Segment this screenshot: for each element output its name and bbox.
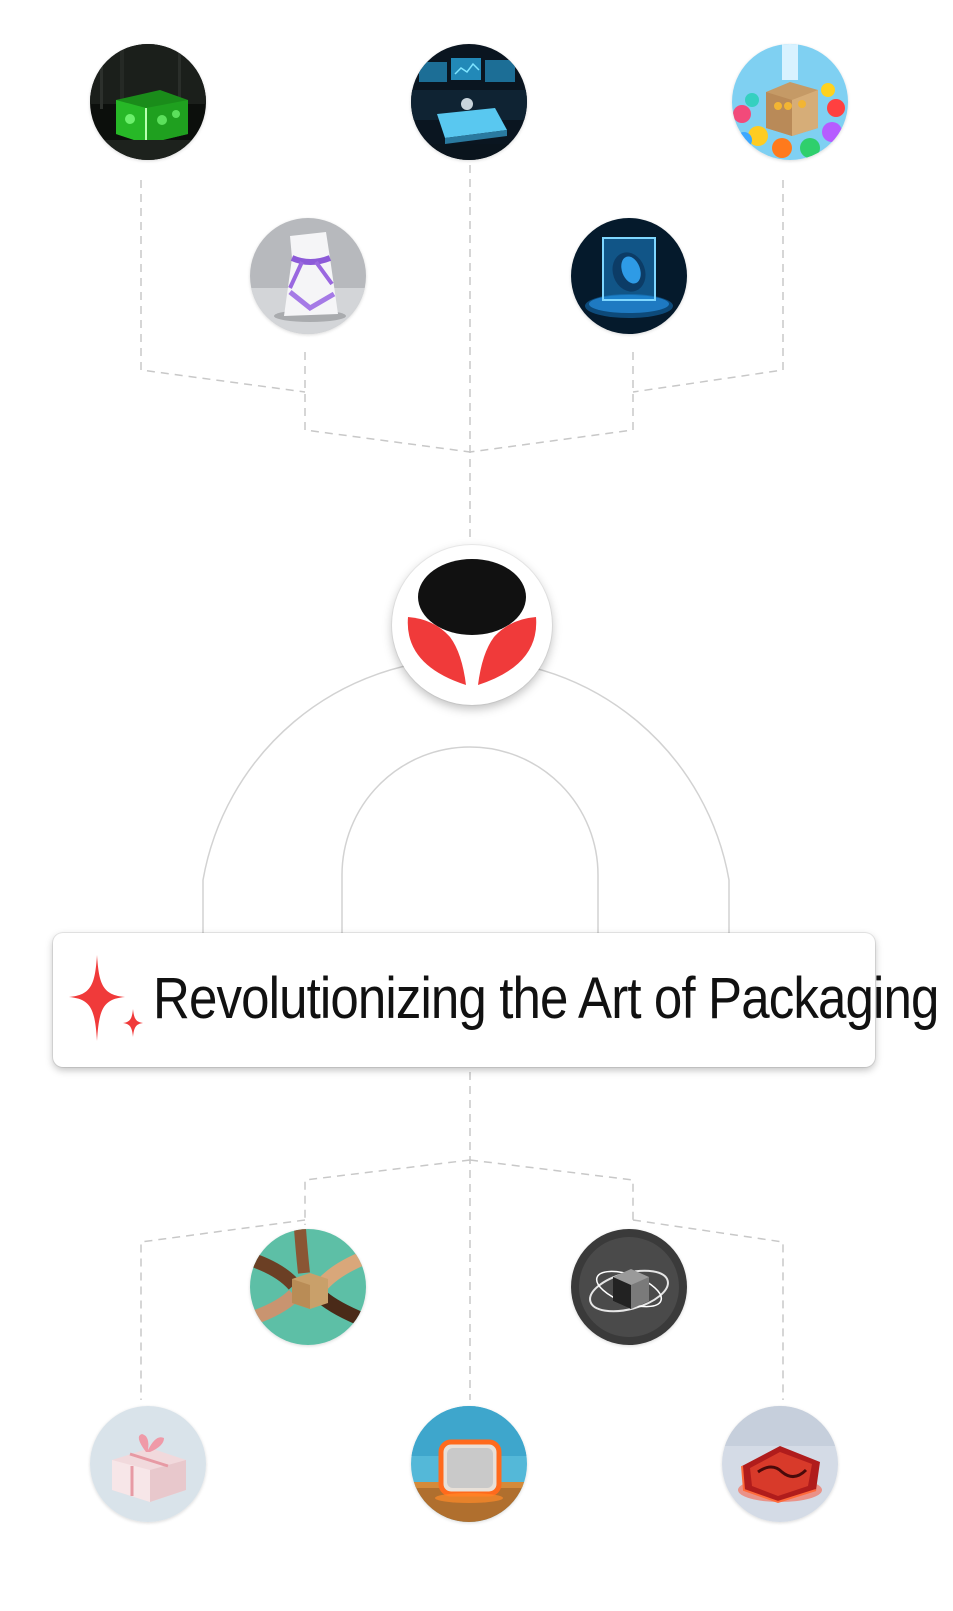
thumb-pink-gift-box <box>90 1406 206 1522</box>
connector-bottom-inner-right <box>469 1159 634 1225</box>
brand-logo[interactable] <box>392 545 552 705</box>
thumb-red-glowing-pouch <box>722 1406 838 1522</box>
connector-top-inner-right <box>469 352 634 453</box>
sparkle-icon <box>69 955 143 1041</box>
connector-top-inner-left <box>304 352 471 453</box>
headline-text: Revolutionizing the Art of Packaging <box>153 966 939 1031</box>
headline-banner: Revolutionizing the Art of Packaging <box>53 933 939 1067</box>
connector-bottom-right <box>632 1219 784 1400</box>
thumb-neon-frame-field <box>411 1406 527 1522</box>
connector-top-right <box>632 180 784 393</box>
connector-bottom-left <box>140 1219 306 1400</box>
thumb-blue-glass-cube <box>571 218 687 334</box>
thumb-green-glowing-gift <box>90 44 206 160</box>
brand-logo-icon <box>407 559 537 685</box>
connector-top-left <box>140 180 306 393</box>
thumb-digital-control-panel <box>411 44 527 160</box>
thumb-white-bag-purple-ribbon <box>250 218 366 334</box>
thumb-box-with-gears <box>732 44 848 160</box>
arch-inner <box>341 746 599 933</box>
thumb-hands-holding-box <box>250 1229 366 1345</box>
connector-bottom-inner-left <box>304 1159 471 1225</box>
thumb-swirling-cube <box>571 1229 687 1345</box>
